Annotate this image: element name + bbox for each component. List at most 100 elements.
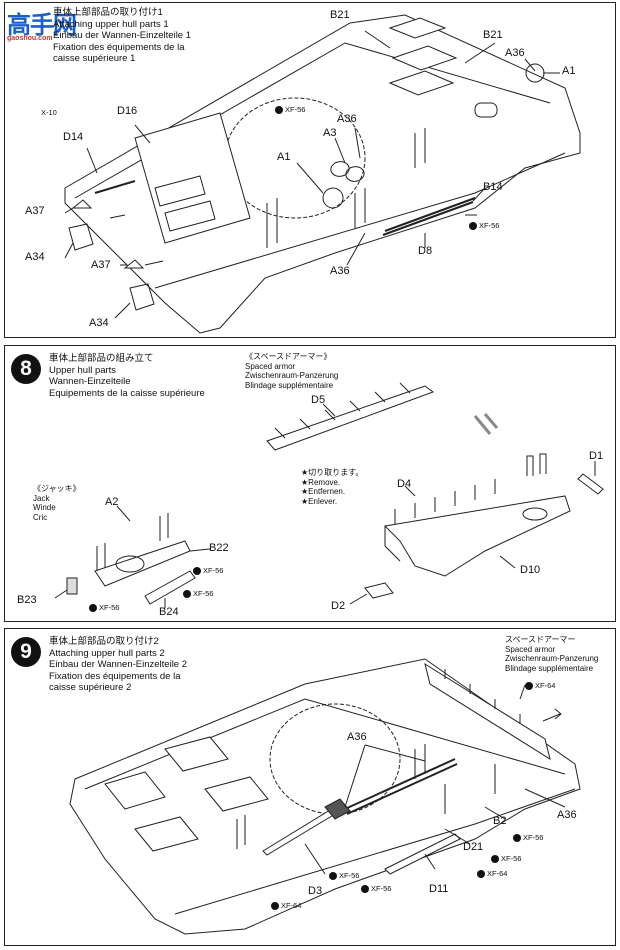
- spaced-armor-fr: Blindage supplémentaire: [505, 663, 594, 673]
- step-8-title-jp: 車体上部部品の組み立て: [49, 353, 154, 364]
- step-8-panel: 8 車体上部部品の組み立て Upper hull parts Wannen-Ei…: [4, 345, 616, 622]
- spaced-armor-jp: 《スペースドアーマー》: [245, 352, 332, 361]
- remove-fr: ★Enlever.: [301, 496, 338, 506]
- remove-note: ★切り取ります。 ★Remove. ★Entfernen. ★Enlever.: [301, 468, 363, 506]
- step-7-hull-diagram: [64, 14, 581, 334]
- watermark-logo: 高手网 gaoshou.com: [7, 5, 79, 51]
- label-a3: A3: [323, 127, 337, 139]
- label-a36: A36: [347, 731, 367, 743]
- spaced-armor-note: スペースドアーマー Spaced armor Zwischenraum-Panz…: [505, 635, 598, 673]
- label-a37: A37: [91, 259, 111, 271]
- paint-code: XF-56: [479, 221, 500, 230]
- label-a34: A34: [89, 317, 109, 329]
- label-b21: B21: [330, 9, 350, 21]
- label-a2: A2: [105, 496, 119, 508]
- paint-code: XF-56: [203, 566, 224, 575]
- step-9-title-de: Einbau der Wannen-Einzelteile 2: [49, 659, 188, 670]
- paint-code: XF-56: [99, 603, 120, 612]
- label-a36: A36: [557, 809, 577, 821]
- remove-en: ★Remove.: [301, 477, 341, 487]
- paint-callout: XF-64: [477, 869, 507, 878]
- paint-callout: XF-56: [513, 833, 543, 842]
- paint-callout: XF-56: [491, 854, 521, 863]
- paint-callout: XF-64: [271, 901, 301, 910]
- watermark-url: gaoshou.com: [7, 35, 53, 42]
- paint-dot-icon: [525, 681, 533, 690]
- spaced-armor-en: Spaced armor: [245, 361, 296, 371]
- label-b2: B2: [493, 815, 507, 827]
- remove-de: ★Entfernen.: [301, 487, 346, 496]
- label-x10: X-10: [41, 108, 57, 117]
- label-d4: D4: [397, 478, 412, 490]
- paint-code: XF-56: [339, 871, 360, 880]
- label-b22: B22: [209, 542, 229, 554]
- label-a1: A1: [277, 151, 291, 163]
- label-d10: D10: [520, 564, 541, 576]
- paint-code: XF-64: [535, 681, 556, 690]
- paint-dot-icon: [275, 105, 283, 114]
- spaced-armor-fr: Blindage supplémentaire: [245, 380, 334, 390]
- paint-dot-icon: [491, 854, 499, 863]
- label-d3: D3: [308, 885, 323, 897]
- label-d5: D5: [311, 394, 326, 406]
- jack-jp: 《ジャッキ》: [33, 484, 81, 493]
- step-9-title: 車体上部部品の取り付け2 Attaching upper hull parts …: [49, 636, 187, 694]
- paint-dot-icon: [361, 884, 369, 893]
- label-b23: B23: [17, 594, 37, 606]
- step-8-title-en: Upper hull parts: [49, 364, 117, 376]
- paint-dot-icon: [271, 901, 279, 910]
- step-7-title-fr-1: Fixation des équipements de la: [53, 41, 185, 53]
- step-7-title-fr-2: caisse supérieure 1: [53, 53, 136, 64]
- paint-dot-icon: [477, 869, 485, 878]
- step-9-panel: 9 車体上部部品の取り付け2 Attaching upper hull part…: [4, 628, 616, 946]
- spaced-armor-de: Zwischenraum-Panzerung: [245, 371, 339, 380]
- paint-callout: XF-56: [469, 221, 499, 230]
- spaced-armor-jp: スペースドアーマー: [505, 635, 576, 644]
- paint-code: XF-56: [193, 589, 214, 598]
- label-a36: A36: [330, 265, 350, 277]
- paint-code: XF-64: [281, 901, 302, 910]
- step-7-panel: 高手网 gaoshou.com 車体上部部品の取り付け1 Attaching u…: [4, 2, 616, 338]
- spaced-armor-de: Zwischenraum-Panzerung: [505, 654, 599, 663]
- jack-de: Winde: [33, 503, 56, 512]
- label-a36: A36: [337, 113, 357, 125]
- step-8-parts-diagram: [54, 382, 604, 608]
- label-b14: B14: [483, 181, 503, 193]
- paint-callout: XF-56: [361, 884, 391, 893]
- paint-code: XF-56: [501, 854, 522, 863]
- spaced-armor-note: 《スペースドアーマー》 Spaced armor Zwischenraum-Pa…: [245, 352, 338, 390]
- spaced-armor-en: Spaced armor: [505, 644, 556, 654]
- step-9-title-fr-2: caisse supérieure 2: [49, 682, 132, 693]
- step-9-hull-diagram: [69, 658, 581, 935]
- paint-callout: XF-56: [329, 871, 359, 880]
- step-7-title-en: Attaching upper hull parts 1: [53, 18, 169, 30]
- label-d16: D16: [117, 105, 138, 117]
- paint-dot-icon: [469, 221, 477, 230]
- paint-code: XF-56: [371, 884, 392, 893]
- label-d1: D1: [589, 450, 604, 462]
- paint-callout: XF-56: [89, 603, 119, 612]
- step-8-title: 車体上部部品の組み立て Upper hull parts Wannen-Einz…: [49, 353, 205, 399]
- jack-en: Jack: [33, 493, 50, 503]
- paint-dot-icon: [513, 833, 521, 842]
- paint-dot-icon: [183, 589, 191, 598]
- step-8-number-badge: 8: [11, 354, 41, 384]
- label-b21: B21: [483, 29, 503, 41]
- label-d8: D8: [418, 245, 433, 257]
- remove-jp: ★切り取ります。: [301, 468, 364, 477]
- jack-note: 《ジャッキ》 Jack Winde Cric: [33, 484, 81, 522]
- step-7-title: 車体上部部品の取り付け1 Attaching upper hull parts …: [53, 7, 191, 65]
- label-a1: A1: [562, 65, 576, 77]
- label-b24: B24: [159, 606, 179, 618]
- watermark-text: 高手网: [7, 11, 77, 39]
- label-d14: D14: [63, 131, 84, 143]
- step-9-title-fr-1: Fixation des équipements de la: [49, 670, 181, 682]
- label-a36: A36: [505, 47, 525, 59]
- paint-dot-icon: [89, 603, 97, 612]
- step-9-number-badge: 9: [11, 637, 41, 667]
- paint-callout: XF-64: [525, 681, 555, 690]
- paint-code: XF-56: [285, 105, 306, 114]
- paint-dot-icon: [193, 566, 201, 575]
- paint-callout: XF-56: [275, 105, 305, 114]
- step-9-title-jp: 車体上部部品の取り付け2: [49, 636, 159, 647]
